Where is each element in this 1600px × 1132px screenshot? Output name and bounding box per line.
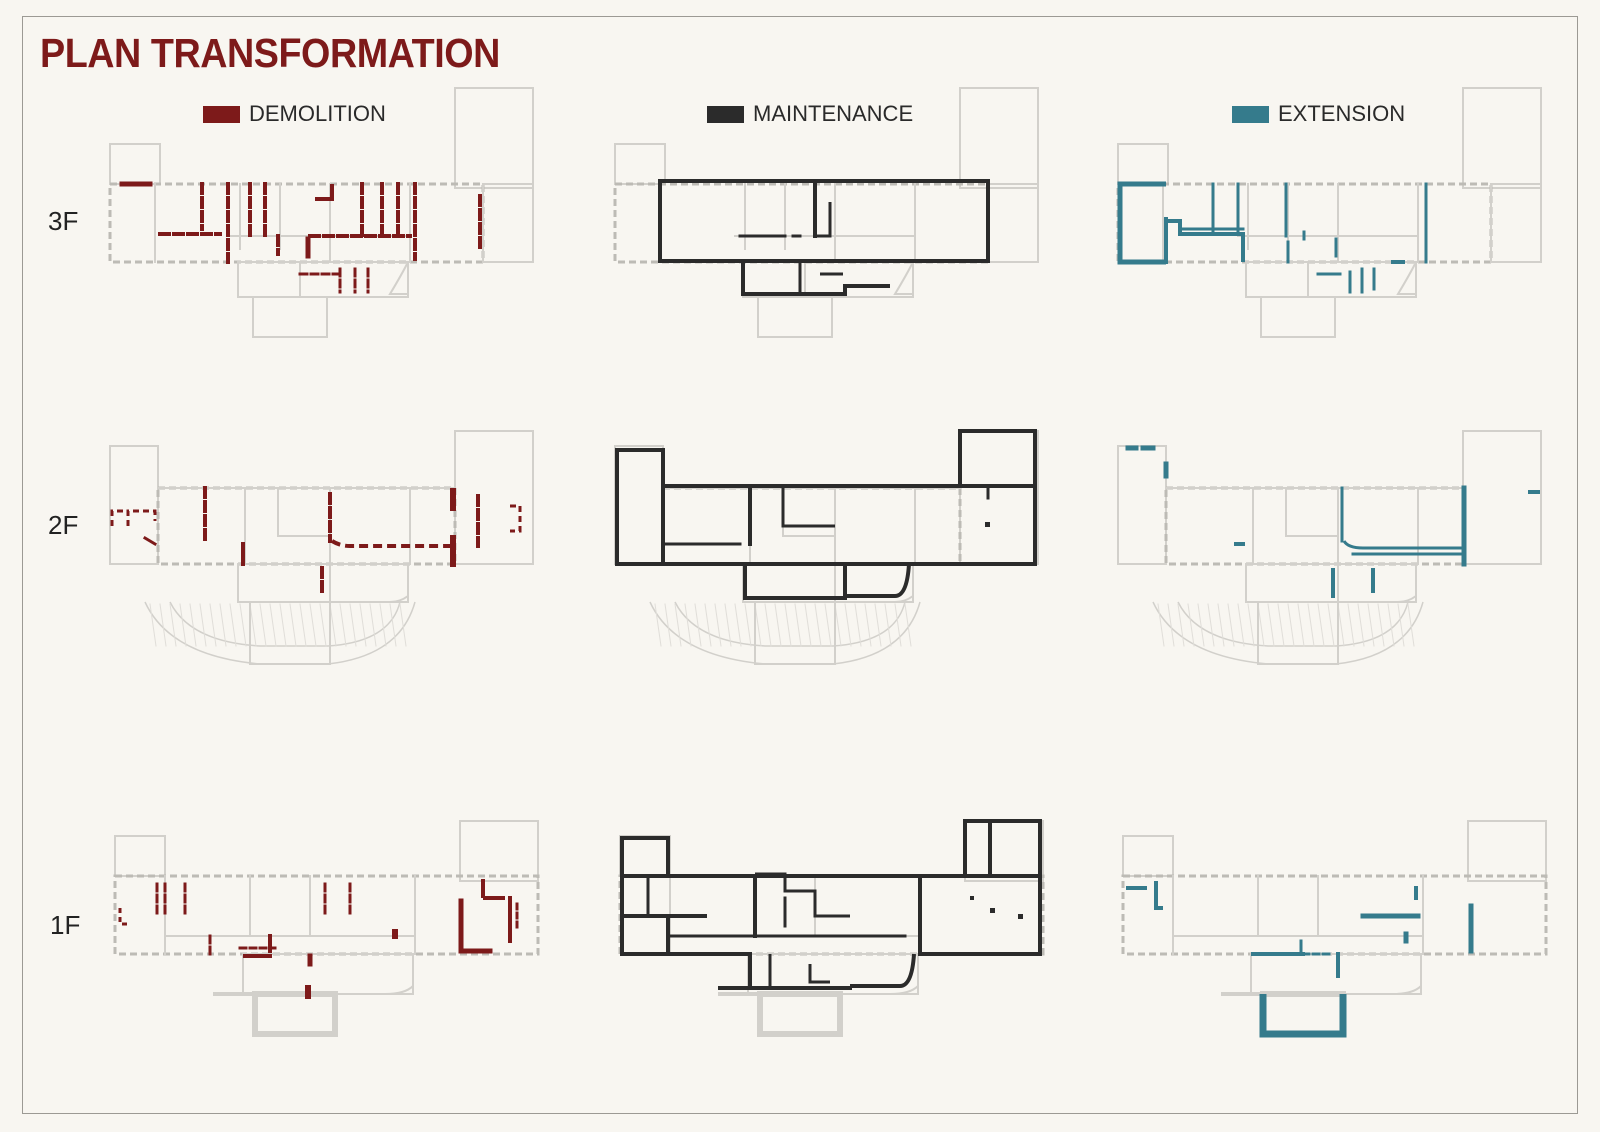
legend-maintenance: MAINTENANCE — [707, 100, 913, 128]
plan-3f-maintenance — [613, 87, 1039, 338]
plan-3f-demolition — [108, 87, 534, 338]
floor-label-1f: 1F — [50, 910, 81, 940]
maintenance-swatch — [707, 105, 744, 123]
plan-2f-maintenance — [614, 429, 1039, 665]
plan-3f-extension — [1116, 87, 1542, 338]
floor-label-2f: 2F — [48, 510, 79, 540]
extension-swatch — [1232, 105, 1269, 123]
legend-extension: EXTENSION — [1232, 100, 1405, 128]
legend-label-demolition: DEMOLITION — [249, 101, 386, 126]
plan-1f-extension — [1121, 820, 1548, 1038]
drawing-border — [22, 16, 1578, 1114]
plan-1f-demolition — [113, 820, 540, 1037]
plan-2f-demolition — [109, 430, 534, 665]
legend-label-extension: EXTENSION — [1278, 101, 1406, 126]
legend-label-maintenance: MAINTENANCE — [753, 101, 914, 126]
page-title: PLAN TRANSFORMATION — [40, 30, 500, 76]
legend-demolition: DEMOLITION — [203, 100, 386, 128]
plan-1f-maintenance — [618, 819, 1045, 1037]
floor-label-3f: 3F — [48, 206, 79, 236]
demolition-swatch — [203, 105, 240, 123]
plan-2f-extension — [1117, 430, 1542, 665]
